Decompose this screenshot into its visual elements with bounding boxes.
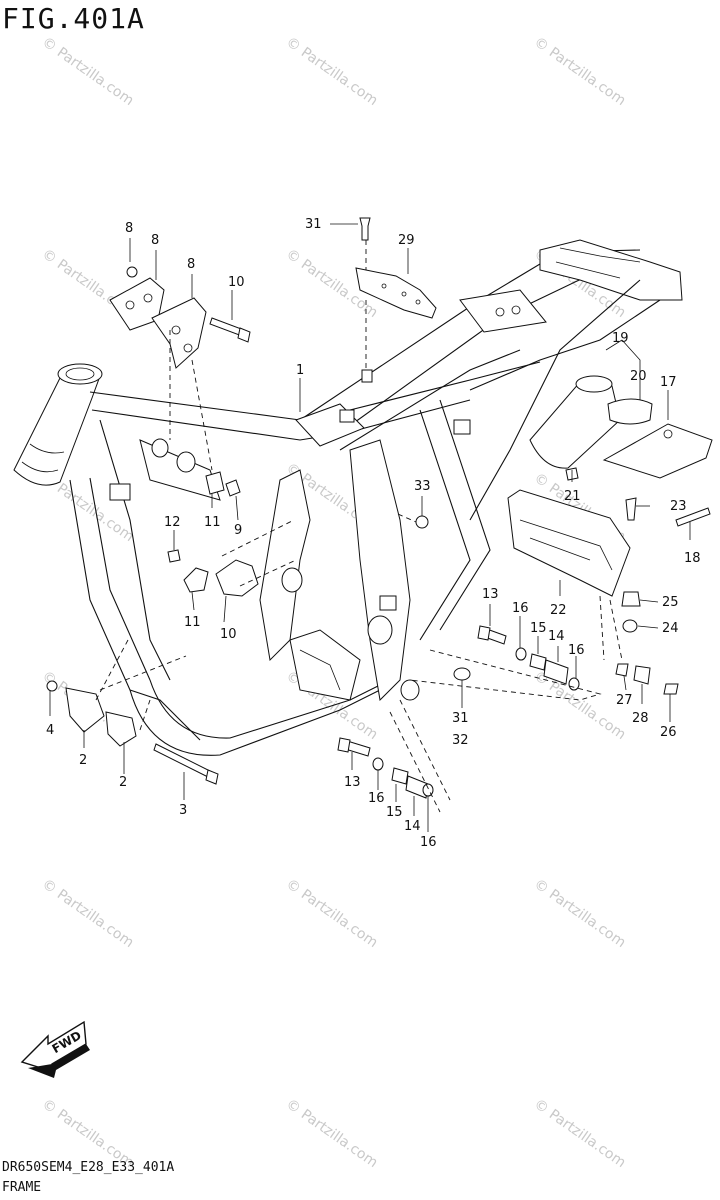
part-4-nut bbox=[46, 680, 58, 692]
callout-28: 28 bbox=[632, 711, 649, 726]
part-15-collar bbox=[529, 653, 547, 671]
callout-33: 33 bbox=[414, 479, 431, 494]
callout-25: 25 bbox=[662, 595, 679, 610]
part-3-bolt bbox=[153, 743, 213, 779]
callout-15: 15 bbox=[386, 805, 403, 820]
callout-4: 4 bbox=[46, 723, 54, 738]
callout-17: 17 bbox=[660, 375, 677, 390]
part-19-intake bbox=[529, 378, 621, 469]
callout-30: 31 bbox=[305, 217, 322, 232]
part-5-bracket bbox=[109, 277, 165, 331]
part-33-cap bbox=[415, 515, 429, 529]
part-28-cushion bbox=[633, 665, 651, 685]
callout-13: 13 bbox=[344, 775, 361, 790]
part-11-clamp bbox=[183, 567, 209, 593]
callout-3: 3 bbox=[179, 803, 187, 818]
part-2-bracket bbox=[65, 687, 105, 733]
callout-23: 23 bbox=[670, 499, 687, 514]
part-18-bolt bbox=[675, 507, 711, 527]
callout-13: 13 bbox=[482, 587, 499, 602]
callout-16: 16 bbox=[512, 601, 529, 616]
callout-27: 27 bbox=[616, 693, 633, 708]
part-30-bolt bbox=[359, 217, 371, 241]
part-20-cap bbox=[607, 398, 653, 425]
part-17-cover bbox=[602, 423, 713, 479]
callout-29: 29 bbox=[398, 233, 415, 248]
part-7-nut bbox=[126, 266, 138, 278]
section-name: FRAME bbox=[2, 1180, 42, 1195]
callout-18: 18 bbox=[684, 551, 701, 566]
part-16-washer bbox=[515, 647, 527, 661]
part-27-clip bbox=[615, 663, 629, 677]
callout-16: 16 bbox=[568, 643, 585, 658]
callout-2: 2 bbox=[79, 753, 87, 768]
callout-15: 15 bbox=[530, 621, 547, 636]
part-12-bolt bbox=[167, 549, 181, 563]
part-9-bolt bbox=[225, 479, 241, 497]
callout-6: 10 bbox=[228, 275, 245, 290]
part-14-bushing bbox=[405, 775, 429, 799]
callout-22: 22 bbox=[550, 603, 567, 618]
callout-10: 11 bbox=[204, 515, 221, 530]
part-22-tray bbox=[507, 489, 631, 597]
part-26-bolt bbox=[663, 683, 679, 695]
callout-5: 8 bbox=[151, 233, 159, 248]
main-frame bbox=[13, 239, 683, 756]
part-10-bushing bbox=[205, 471, 225, 495]
callout-16: 16 bbox=[368, 791, 385, 806]
callout-11: 11 bbox=[184, 615, 201, 630]
part-25-grommet bbox=[621, 591, 641, 607]
callout-1: 1 bbox=[296, 363, 304, 378]
callout-14: 14 bbox=[404, 819, 421, 834]
callout-19: 19 bbox=[612, 331, 629, 346]
callout-9: 9 bbox=[234, 523, 242, 538]
callout-24: 24 bbox=[662, 621, 679, 636]
callout-12: 12 bbox=[164, 515, 181, 530]
part-23-bolt bbox=[625, 497, 637, 521]
callout-2: 2 bbox=[119, 775, 127, 790]
callout-5: 8 bbox=[187, 257, 195, 272]
callout-20: 20 bbox=[630, 369, 647, 384]
part-8-bracket bbox=[215, 559, 259, 597]
figure-title: FIG.401A bbox=[2, 2, 145, 35]
part-16-washer bbox=[372, 757, 384, 771]
callout-14: 14 bbox=[548, 629, 565, 644]
part-2-bracket bbox=[105, 711, 137, 747]
fwd-arrow-icon: FWD bbox=[20, 1020, 90, 1078]
part-16-washer bbox=[568, 677, 580, 691]
diagram-code: DR650SEM4_E28_E33_401A bbox=[2, 1160, 175, 1175]
part-15-collar bbox=[391, 767, 409, 785]
callout-8: 10 bbox=[220, 627, 237, 642]
part-14-bushing bbox=[543, 659, 569, 685]
callout-7: 8 bbox=[125, 221, 133, 236]
part-29-bracket bbox=[355, 267, 437, 319]
callout-32: 32 bbox=[452, 733, 469, 748]
callout-21: 21 bbox=[564, 489, 581, 504]
part-31-plug bbox=[453, 667, 471, 681]
callout-26: 26 bbox=[660, 725, 677, 740]
callout-31: 31 bbox=[452, 711, 469, 726]
part-24-nut bbox=[622, 619, 638, 633]
callout-16: 16 bbox=[420, 835, 437, 850]
